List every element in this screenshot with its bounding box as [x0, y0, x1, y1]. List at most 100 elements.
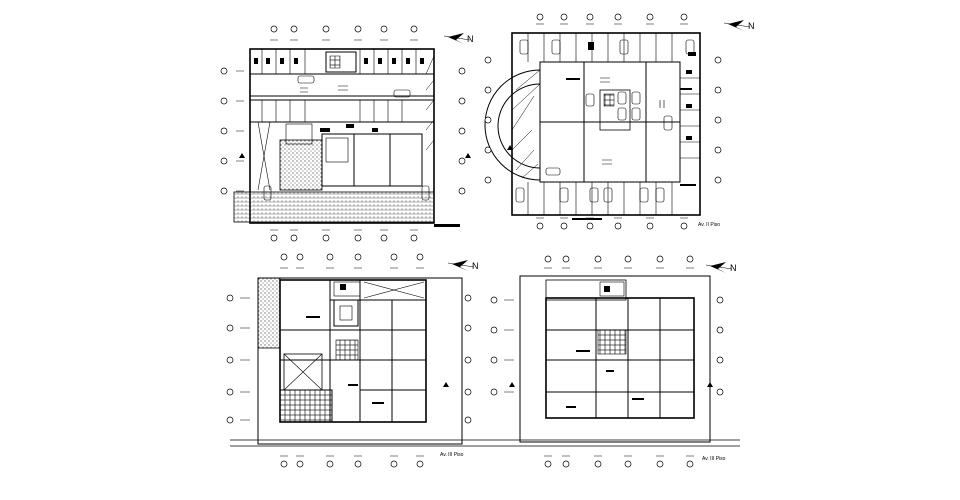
grid-bubble: [614, 222, 622, 230]
section-marker: [507, 145, 513, 150]
grid-bubble: [646, 222, 654, 230]
grid-bubble: [484, 86, 492, 94]
section-marker: [443, 382, 449, 387]
grid-bubble: [354, 253, 362, 261]
sheet-title-ground: Av. II Piso: [698, 222, 720, 228]
grid-bubble: [226, 356, 234, 364]
grid-bubble: [390, 460, 398, 468]
grid-bubble: [586, 222, 594, 230]
grid-bubble: [490, 326, 498, 334]
grid-bubble: [296, 253, 304, 261]
north-label-second: N: [730, 263, 737, 273]
grid-bubble: [560, 13, 568, 21]
grid-bubble: [226, 294, 234, 302]
grid-bubble: [490, 296, 498, 304]
grid-bubble: [270, 234, 278, 242]
grid-bubble: [716, 388, 724, 396]
grid-bubble: [562, 255, 570, 263]
grid-bubble: [714, 86, 722, 94]
grid-bubble: [220, 187, 228, 195]
north-arrow-first: N: [447, 260, 479, 271]
grid-bubble: [410, 234, 418, 242]
grid-bubble: [586, 13, 594, 21]
grid-bubble: [464, 356, 472, 364]
grid-bubble: [458, 157, 466, 165]
grid-bubble: [410, 25, 418, 33]
grid-bubble: [322, 25, 330, 33]
north-label-basement: N: [467, 34, 474, 44]
grid-bubble: [560, 222, 568, 230]
grid-bubble: [416, 460, 424, 468]
grid-bubble: [714, 146, 722, 154]
basement-floor-plan: [233, 48, 460, 227]
grid-bubble: [458, 97, 466, 105]
sheet-title-first: Av. III Piso: [440, 452, 464, 458]
grid-bubble: [354, 25, 362, 33]
grid-bubble: [220, 67, 228, 75]
grid-bubble: [484, 176, 492, 184]
section-marker: [509, 382, 515, 387]
grid-bubble: [536, 13, 544, 21]
grid-bubble: [280, 253, 288, 261]
grid-bubble: [484, 146, 492, 154]
grid-bubble: [458, 187, 466, 195]
grid-bubble: [326, 253, 334, 261]
grid-bubble: [226, 416, 234, 424]
grid-bubble: [280, 460, 288, 468]
grid-bubble: [484, 116, 492, 124]
second-floor-plan: [490, 275, 740, 447]
grid-bubble: [464, 388, 472, 396]
grid-bubble: [490, 356, 498, 364]
grid-bubble: [220, 127, 228, 135]
grid-axis-bubbles: [220, 13, 724, 468]
grid-bubble: [646, 13, 654, 21]
grid-bubble: [656, 255, 664, 263]
grid-bubble: [536, 222, 544, 230]
north-label-ground: N: [748, 21, 755, 31]
grid-bubble: [686, 460, 694, 468]
north-arrow-second: N: [705, 262, 737, 273]
grid-bubble: [714, 56, 722, 64]
grid-bubble: [220, 157, 228, 165]
grid-bubble: [656, 460, 664, 468]
grid-bubble: [716, 326, 724, 334]
grid-bubble: [220, 97, 228, 105]
grid-bubble: [714, 176, 722, 184]
grid-bubble: [380, 234, 388, 242]
grid-bubble: [562, 460, 570, 468]
grid-bubble: [624, 460, 632, 468]
grid-bubble: [624, 255, 632, 263]
grid-bubble: [544, 460, 552, 468]
grid-bubble: [594, 460, 602, 468]
grid-bubble: [464, 416, 472, 424]
north-label-first: N: [472, 261, 479, 271]
grid-bubble: [270, 25, 278, 33]
grid-bubble: [326, 460, 334, 468]
grid-bubble: [464, 324, 472, 332]
grid-bubble: [614, 13, 622, 21]
grid-bubble: [594, 255, 602, 263]
grid-bubble: [458, 67, 466, 75]
grid-bubble: [322, 234, 330, 242]
north-arrow-ground: N: [723, 20, 755, 31]
grid-bubble: [226, 388, 234, 396]
grid-bubble: [716, 296, 724, 304]
section-marker: [707, 382, 713, 387]
grid-bubble: [464, 294, 472, 302]
grid-bubble: [380, 25, 388, 33]
section-marker: [239, 153, 245, 158]
grid-bubble: [354, 460, 362, 468]
grid-bubble: [686, 255, 694, 263]
grid-bubble: [544, 255, 552, 263]
grid-bubble: [390, 253, 398, 261]
grid-bubble: [354, 234, 362, 242]
grid-bubble: [716, 356, 724, 364]
ground-floor-plan: [484, 32, 701, 220]
grid-bubble: [290, 234, 298, 242]
grid-bubble: [290, 25, 298, 33]
grid-bubble: [296, 460, 304, 468]
section-marker: [465, 153, 471, 158]
grid-bubble: [714, 116, 722, 124]
grid-bubble: [484, 56, 492, 64]
